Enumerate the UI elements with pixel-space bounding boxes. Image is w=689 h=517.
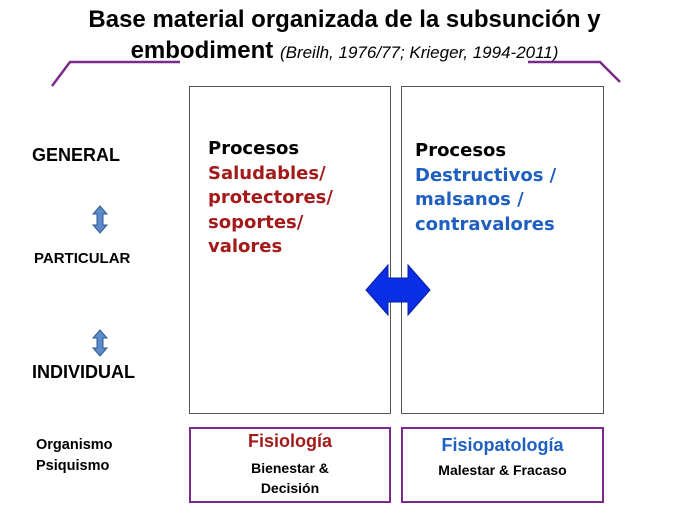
pathology-box: Fisiopatología Malestar & Fracaso <box>401 427 604 503</box>
physiology-heading: Fisiología <box>247 431 332 451</box>
healthy-processes-box <box>189 86 391 414</box>
right-bracket-line <box>528 60 621 83</box>
destructive-processes-text: Procesos Destructivos / malsanos / contr… <box>415 139 556 237</box>
level-individual: INDIVIDUAL <box>32 362 135 382</box>
destructive-heading: Procesos <box>415 140 507 161</box>
healthy-line-3: soportes/ <box>208 211 304 233</box>
pathology-heading: Fisiopatología <box>441 435 564 455</box>
physiology-line-1: Bienestar & <box>251 460 329 476</box>
healthy-processes-text: Procesos Saludables/ protectores/ soport… <box>208 137 333 260</box>
organism-label: Organismo <box>36 437 113 453</box>
double-arrow-vertical-2-icon <box>91 329 109 357</box>
healthy-line-1: Saludables/ <box>208 162 326 184</box>
destructive-processes-box <box>401 86 604 414</box>
double-arrow-vertical-1-icon <box>91 205 109 234</box>
level-general: GENERAL <box>32 145 121 165</box>
physiology-box: Fisiología Bienestar & Decisión <box>189 427 391 503</box>
pathology-line-1: Malestar & Fracaso <box>438 462 567 478</box>
healthy-line-4: valores <box>208 236 283 257</box>
title-line-1: Base material organizada de la subsunció… <box>88 6 601 33</box>
destructive-line-3: contravalores <box>415 213 555 235</box>
title-citation: (Breilh, 1976/77; Krieger, 1994-2011) <box>279 43 559 62</box>
title-line-2: embodiment <box>130 37 274 64</box>
double-arrow-horizontal-icon <box>365 263 431 317</box>
psyche-label: Psiquismo <box>36 458 110 474</box>
organism-labels: Organismo Psiquismo <box>36 435 113 477</box>
level-particular: PARTICULAR <box>34 250 131 267</box>
healthy-heading: Procesos <box>208 138 300 159</box>
slide-title: Base material organizada de la subsunció… <box>0 4 689 68</box>
left-bracket-line <box>51 60 180 87</box>
destructive-line-2: malsanos / <box>415 189 524 210</box>
healthy-line-2: protectores/ <box>208 187 333 208</box>
destructive-line-1: Destructivos / <box>415 164 557 186</box>
physiology-line-2: Decisión <box>260 480 320 496</box>
